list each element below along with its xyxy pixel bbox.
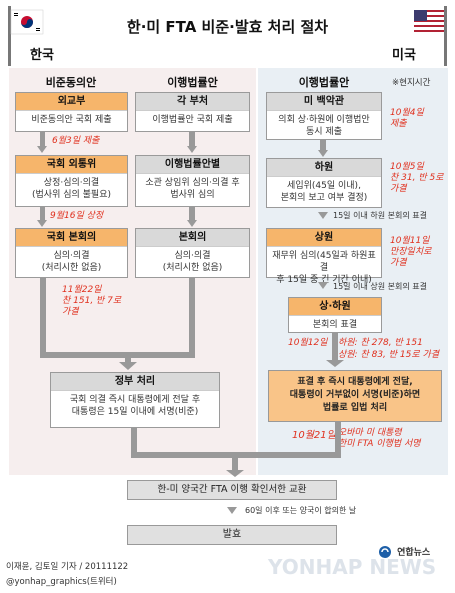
us-vote-senate: 상원: 찬 83, 반 15로 가결 [338, 350, 440, 360]
us-vote-date: 10월12일 [288, 338, 328, 348]
local-time-note: ※현지시간 [392, 78, 431, 88]
connector-line [189, 132, 195, 148]
arrow-down-icon [318, 150, 328, 157]
connector-line [40, 278, 46, 358]
step-body: 재무위 심의(45일과 하원표결 후 15일 중 긴 기간 이내) [272, 251, 376, 285]
step-body: 이행법률안 국회 제출 [152, 115, 233, 125]
korea-flag-icon [5, 6, 45, 66]
effect-box: 발효 [127, 525, 337, 545]
arrow-down-icon [37, 146, 47, 153]
us-final-note: 오바마 미 대통령 한미 FTA 이행법 서명 [338, 428, 421, 449]
arrow-down-icon [187, 220, 197, 227]
connector-line [335, 422, 341, 458]
connector-line [131, 428, 137, 458]
exchange-box: 한-미 양국간 FTA 이행 확인서한 교환 [127, 480, 337, 500]
korea-label: 한국 [30, 48, 54, 63]
us-step-4: 상·하원 본회의 표결 [288, 297, 382, 333]
us-between-2: 15일 이내 상원 본회의 표결 [333, 282, 427, 291]
us-vote-house: 하원: 찬 278, 반 151 [338, 338, 423, 348]
kr-left-step-1: 외교부 비준동의안 국회 제출 [15, 92, 128, 132]
step-head: 이행법률안별 [136, 156, 249, 174]
arrow-down-icon [119, 362, 137, 370]
step-body: 비준동의안 국회 제출 [31, 115, 112, 125]
us-final-date: 10월21일 [292, 430, 336, 441]
connector-line [40, 207, 45, 221]
us-note-3: 10월11일 만장일치로 가결 [390, 236, 432, 268]
step-head: 국회 외통위 [16, 156, 127, 174]
connector-line [40, 132, 45, 148]
connector-line [40, 352, 195, 358]
kr-right-column-title: 이행법률안 [167, 76, 218, 89]
us-note-1: 10월4일 제출 [390, 108, 424, 129]
step-body: 심의·의결 (처리시한 없음) [162, 251, 223, 273]
us-step-2: 하원 세입위(45일 이내), 본회의 보고 여부 결정) [266, 158, 382, 208]
us-final-step: 표결 후 즉시 대통령에게 전달, 대통령이 거부없이 서명(비준)하면 법률로… [268, 370, 442, 422]
us-column-title: 이행법률안 [298, 76, 350, 89]
step-head: 본회의 [136, 229, 249, 247]
arrow-down-icon [227, 507, 237, 514]
exchange-note: 60일 이후 또는 양국이 합의한 날 [245, 506, 357, 515]
usa-flag-icon [410, 6, 450, 66]
yonhap-logo-icon: 연합뉴스 [378, 541, 448, 558]
step-body: 상정·심의·의결 (법사위 심의 불필요) [32, 178, 111, 200]
kr-left-note-2: 9월16일 상정 [50, 211, 104, 221]
step-body: 소관 상임위 심의·의결 후 법사위 심의 [145, 178, 240, 200]
step-head: 미 백악관 [267, 93, 381, 111]
step-body: 의회 상·하원에 이행법안 동시 제출 [278, 115, 370, 137]
arrow-down-icon [37, 220, 47, 227]
kr-right-step-2: 이행법률안별 소관 상임위 심의·의결 후 법사위 심의 [135, 155, 250, 207]
step-head: 상원 [267, 229, 381, 247]
arrow-down-icon [326, 360, 344, 367]
step-head: 각 부처 [136, 93, 249, 111]
step-head: 국회 본회의 [16, 229, 127, 247]
arrow-down-icon [318, 282, 328, 289]
connector-line [332, 333, 338, 361]
step-head: 상·하원 [289, 298, 381, 316]
us-note-2: 10월5일 찬 31, 반 5로 가결 [390, 162, 444, 194]
arrow-down-icon [226, 470, 244, 477]
twitter-handle: @yonhap_graphics(트위터) [6, 577, 117, 587]
kr-left-column-title: 비준동의안 [45, 76, 97, 89]
kr-left-note-3: 11월22일 찬 151, 반 7로 가결 [62, 285, 122, 317]
kr-right-step-1: 각 부처 이행법률안 국회 제출 [135, 92, 250, 132]
usa-label: 미국 [392, 48, 416, 63]
us-step-3: 상원 재무위 심의(45일과 하원표결 후 15일 중 긴 기간 이내) [266, 228, 382, 285]
kr-left-note-1: 6월3일 제출 [52, 136, 100, 146]
arrow-down-icon [318, 212, 328, 219]
connector-line [125, 352, 131, 364]
page-title: 한·미 FTA 비준·발효 처리 절차 [126, 18, 329, 36]
step-head: 외교부 [16, 93, 127, 111]
agency-name: 연합뉴스 [397, 548, 431, 558]
step-body: 세입위(45일 이내), 본회의 보고 여부 결정) [280, 181, 368, 203]
arrow-down-icon [187, 146, 197, 153]
connector-line [232, 452, 238, 472]
us-step-1: 미 백악관 의회 상·하원에 이행법안 동시 제출 [266, 92, 382, 140]
connector-line [320, 140, 326, 152]
step-head: 정부 처리 [51, 373, 219, 391]
watermark: YONHAP NEWS [268, 555, 437, 579]
step-head: 하원 [267, 159, 381, 177]
connector-line [189, 278, 195, 358]
kr-right-step-3: 본회의 심의·의결 (처리시한 없음) [135, 228, 250, 278]
connector-line [189, 207, 195, 221]
step-body: 국회 의결 즉시 대통령에게 전달 후 대통령은 15일 이내에 서명(비준) [69, 395, 201, 417]
step-body: 심의·의결 (처리시한 없음) [41, 251, 102, 273]
step-body: 본회의 표결 [312, 320, 358, 330]
kr-final-step: 정부 처리 국회 의결 즉시 대통령에게 전달 후 대통령은 15일 이내에 서… [50, 372, 220, 428]
credit: 이재윤, 김토일 기자 / 20111122 [6, 562, 129, 572]
kr-left-step-3: 국회 본회의 심의·의결 (처리시한 없음) [15, 228, 128, 278]
us-between-1: 15일 이내 하원 본회의 표결 [333, 211, 427, 220]
kr-left-step-2: 국회 외통위 상정·심의·의결 (법사위 심의 불필요) [15, 155, 128, 207]
